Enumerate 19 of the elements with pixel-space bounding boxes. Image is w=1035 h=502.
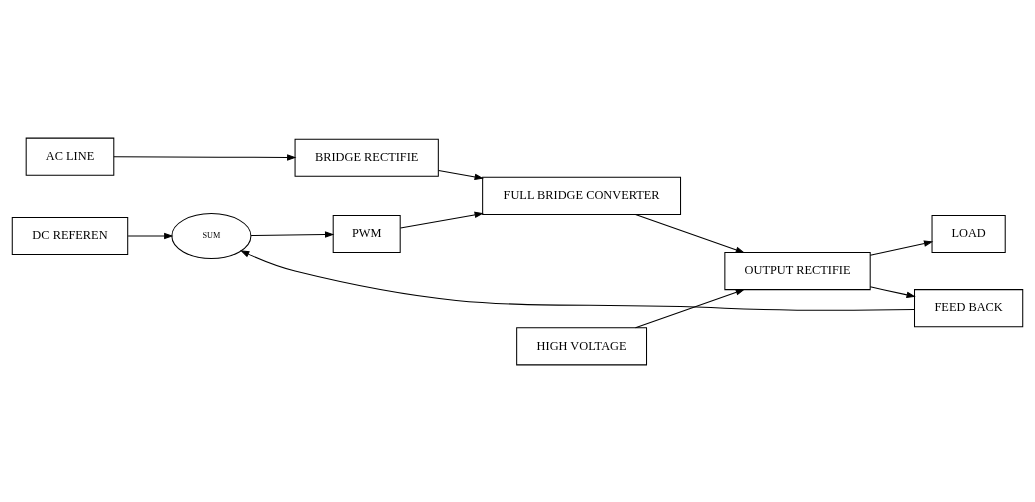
node-box: OUTPUT RECTIFIE bbox=[724, 251, 871, 290]
node-box: LOAD bbox=[931, 214, 1006, 253]
arrow bbox=[869, 239, 934, 256]
node-box: FEED BACK bbox=[914, 288, 1024, 327]
node-box: DC REFEREN bbox=[11, 216, 129, 255]
node-box: PWM bbox=[332, 214, 401, 253]
arrow bbox=[240, 249, 915, 311]
arrow bbox=[634, 288, 745, 328]
node-box: FULL BRIDGE CONVERTER bbox=[482, 176, 682, 215]
arrow bbox=[400, 211, 484, 229]
arrow bbox=[127, 232, 174, 239]
arrow bbox=[869, 285, 916, 298]
arrow bbox=[250, 230, 335, 238]
arrow bbox=[438, 169, 484, 180]
node-box: BRIDGE RECTIFIE bbox=[294, 138, 439, 177]
node-box: HIGH VOLTAGE bbox=[516, 326, 648, 365]
node-box: AC LINE bbox=[25, 137, 115, 176]
arrow bbox=[113, 153, 297, 161]
arrow bbox=[634, 213, 745, 253]
